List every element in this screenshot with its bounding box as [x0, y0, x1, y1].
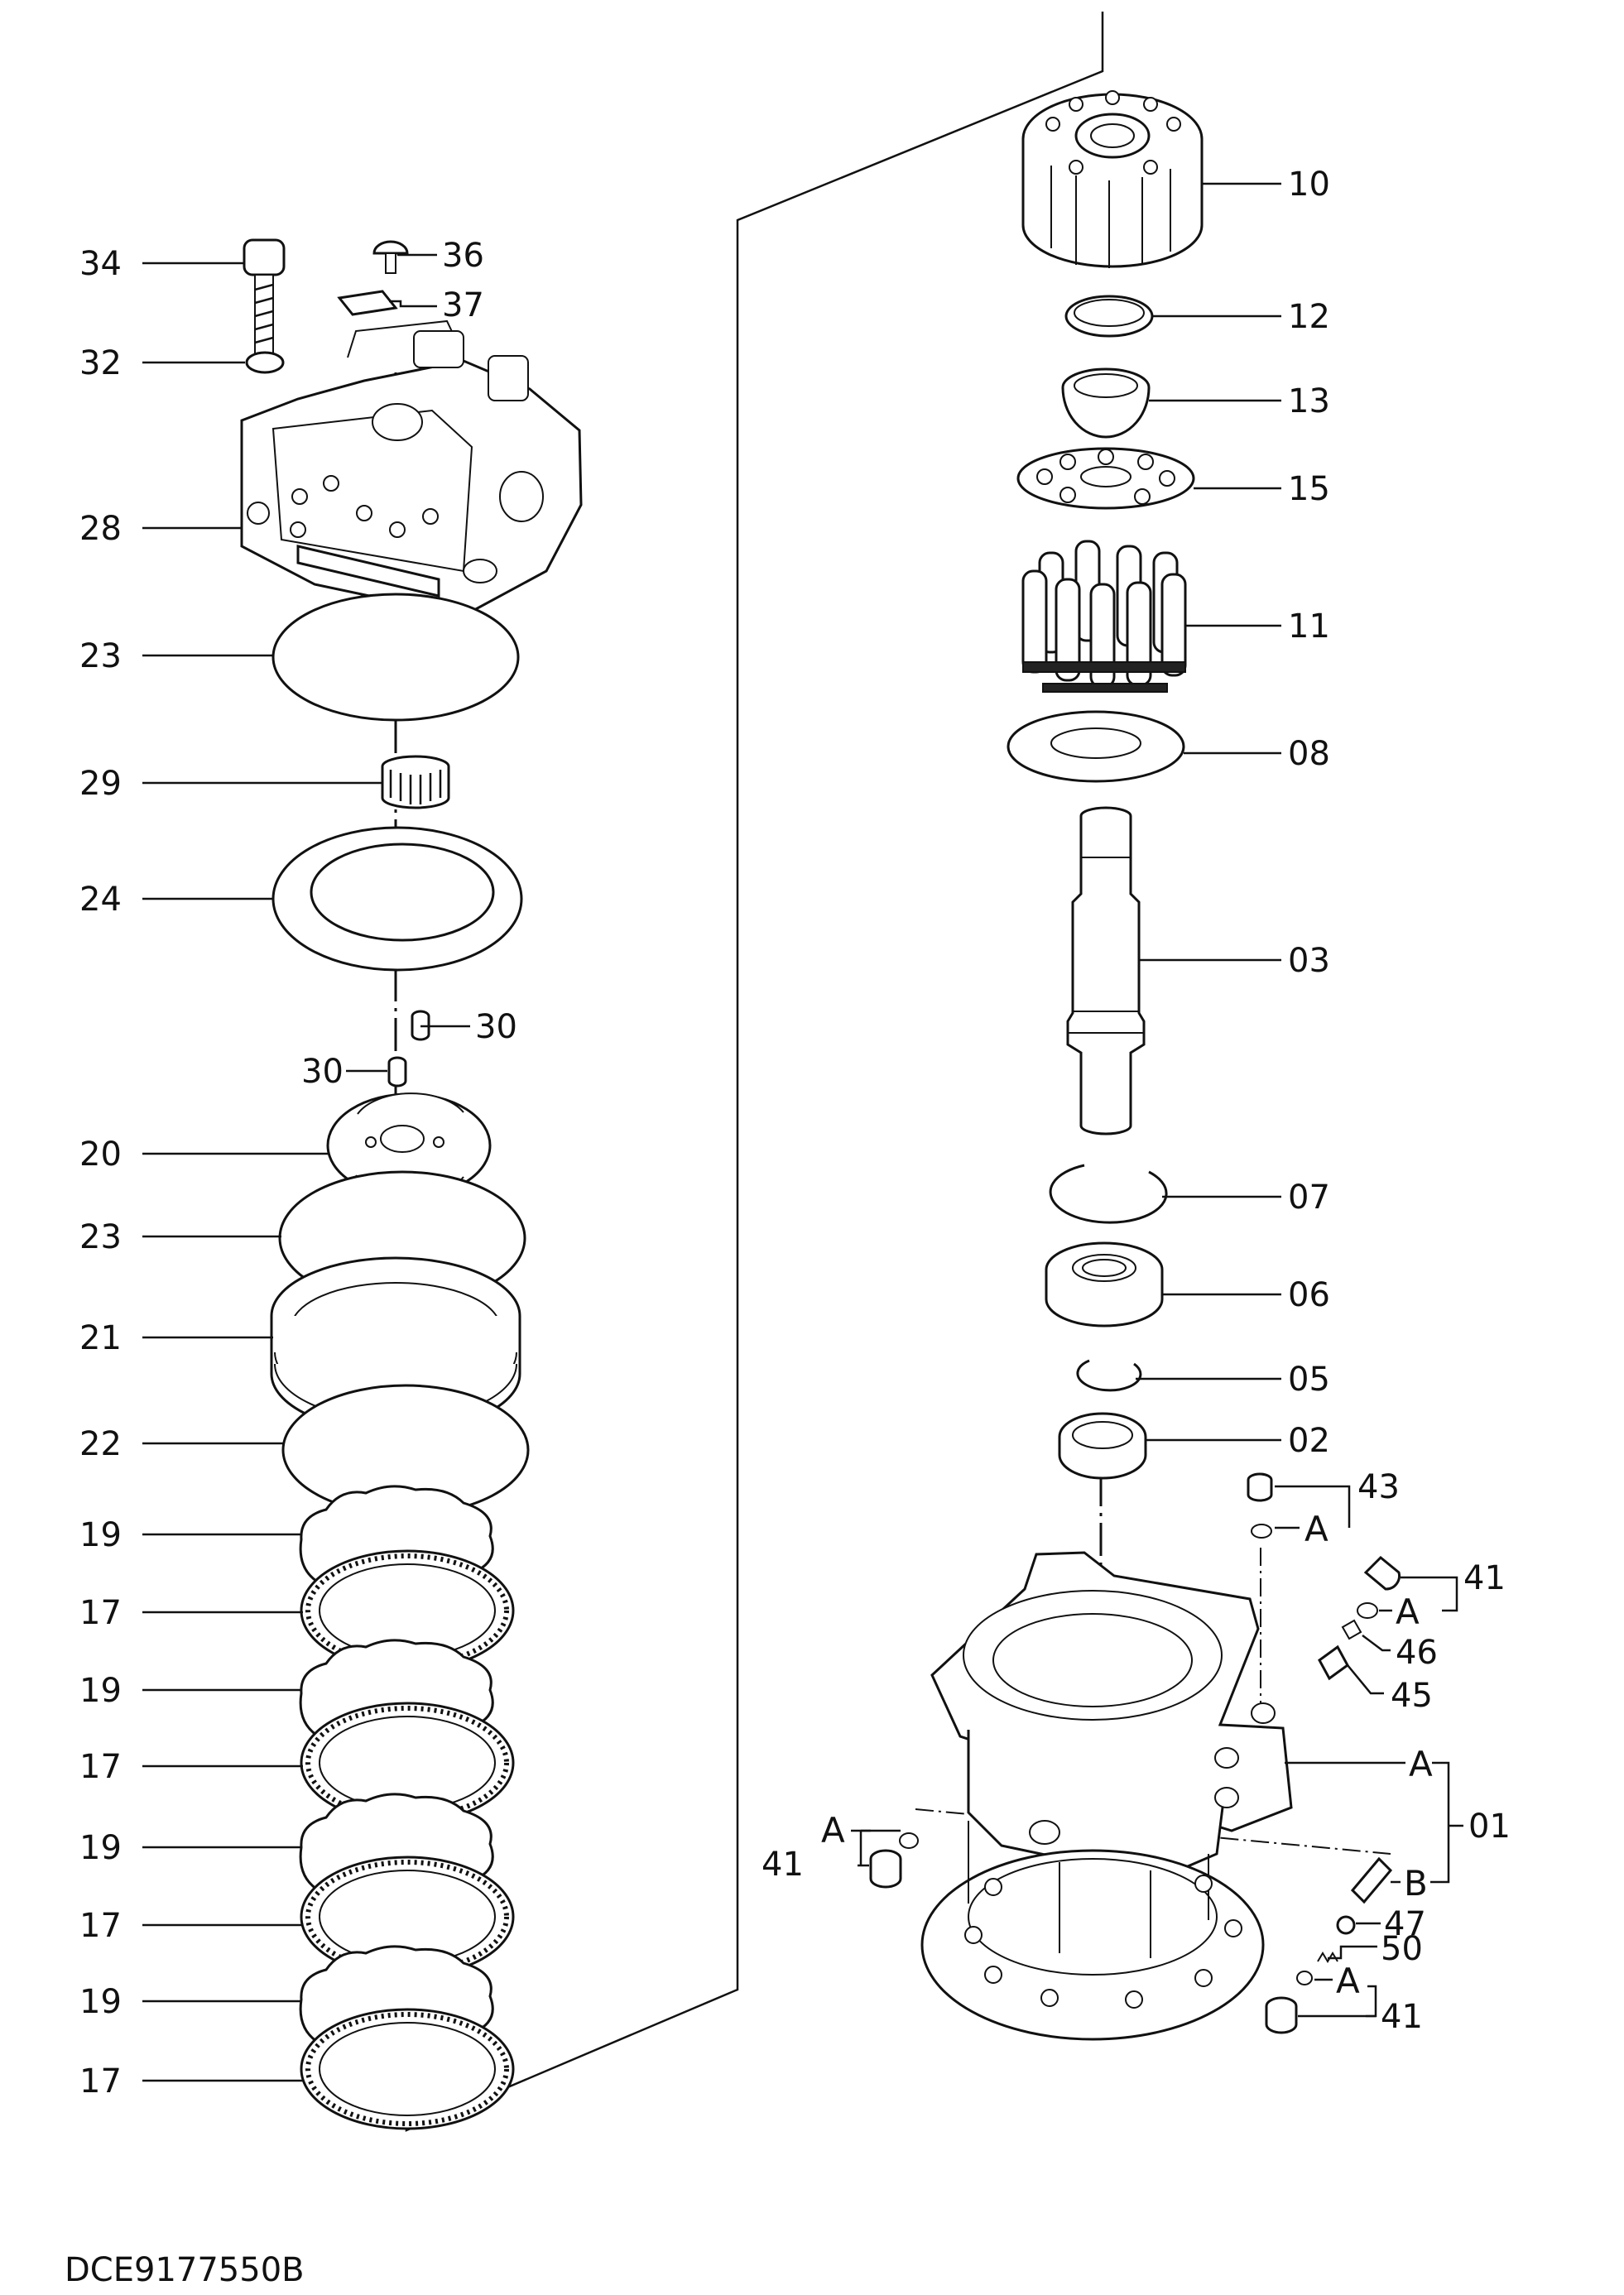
part-plug-43 [1247, 1472, 1273, 1502]
label-part-20: 20 [79, 1135, 122, 1174]
ref-b-casing: B [1404, 1863, 1428, 1904]
label-part-29: 29 [79, 765, 122, 803]
ref-a-casing: A [1409, 1744, 1433, 1784]
part-needle-bearing-29 [381, 755, 450, 809]
label-part-12: 12 [1288, 298, 1330, 336]
label-part-19-d: 19 [79, 1983, 122, 2021]
label-part-23-upper: 23 [79, 637, 122, 675]
label-part-05: 05 [1288, 1361, 1330, 1399]
label-part-11: 11 [1288, 607, 1330, 646]
label-part-17-d: 17 [79, 2062, 122, 2101]
label-part-06: 06 [1288, 1276, 1330, 1314]
part-pin-30-left [387, 1056, 407, 1087]
label-part-08: 08 [1288, 735, 1330, 773]
part-retainer-plate-15 [1016, 447, 1195, 510]
label-part-34: 34 [79, 245, 122, 283]
part-spring-50 [1317, 1952, 1338, 1963]
part-snap-ring-07 [1049, 1164, 1168, 1224]
part-oil-seal-02 [1058, 1412, 1147, 1480]
part-valve-b [1350, 1856, 1393, 1904]
part-bolt-34 [243, 238, 286, 357]
part-cylinder-block-10 [1021, 90, 1204, 268]
part-plug-41-upper [1363, 1555, 1401, 1591]
part-spherical-bushing-13 [1061, 367, 1151, 439]
part-plate-37 [337, 290, 398, 316]
label-part-01: 01 [1468, 1808, 1511, 1846]
label-part-23-lower: 23 [79, 1218, 122, 1256]
part-piston-assembly-11 [1021, 540, 1187, 693]
label-part-17-a: 17 [79, 1594, 122, 1632]
part-shaft-03 [1066, 806, 1146, 1135]
part-plug-47 [1336, 1915, 1356, 1935]
part-valve-45 [1318, 1644, 1349, 1681]
label-part-17-c: 17 [79, 1907, 122, 1945]
part-friction-plate-17-d [300, 2008, 515, 2130]
label-part-41-left: 41 [762, 1846, 804, 1884]
label-part-07: 07 [1288, 1179, 1330, 1217]
part-plug-41-left [869, 1849, 902, 1889]
ref-a-43: A [1304, 1509, 1329, 1549]
label-part-24: 24 [79, 881, 122, 919]
label-part-02: 02 [1288, 1422, 1330, 1460]
label-part-28: 28 [79, 510, 122, 548]
leader-lines [142, 182, 1463, 2082]
part-plug-41-lower [1265, 1996, 1298, 2034]
part-thrust-plate-24 [271, 826, 523, 972]
drawing-code: DCE9177550B [65, 2251, 305, 2289]
part-shoe-plate-08 [1007, 710, 1185, 783]
label-part-30-right: 30 [475, 1008, 517, 1046]
part-o-ring-a-43 [1251, 1524, 1272, 1539]
label-part-37: 37 [442, 286, 484, 324]
part-ball-50 [1296, 1971, 1313, 1985]
label-part-19-a: 19 [79, 1516, 122, 1554]
label-part-43: 43 [1357, 1468, 1400, 1506]
label-part-50: 50 [1381, 1930, 1423, 1968]
label-part-15: 15 [1288, 470, 1330, 508]
part-friction-plate-17-a [300, 1549, 515, 1672]
label-part-03: 03 [1288, 942, 1330, 980]
label-part-17-b: 17 [79, 1748, 122, 1786]
label-part-21: 21 [79, 1319, 122, 1357]
part-friction-plate-17-b [300, 1702, 515, 1824]
part-casing-01 [920, 1551, 1293, 2041]
part-ring-12 [1064, 295, 1154, 338]
label-part-22: 22 [79, 1425, 122, 1463]
label-part-36: 36 [442, 237, 484, 275]
part-plug-46 [1341, 1619, 1362, 1640]
label-part-41-lower: 41 [1381, 1998, 1423, 2036]
label-part-47: 47 [1384, 1905, 1426, 1943]
label-part-46: 46 [1396, 1634, 1438, 1672]
label-part-13: 13 [1288, 382, 1330, 420]
label-part-19-b: 19 [79, 1672, 122, 1710]
part-o-ring-a-41-upper [1357, 1602, 1378, 1619]
label-part-30-left: 30 [301, 1053, 344, 1091]
part-ball-bearing-06 [1045, 1241, 1164, 1328]
label-part-19-c: 19 [79, 1829, 122, 1867]
ref-a-41-upper: A [1396, 1592, 1420, 1632]
label-part-10: 10 [1288, 166, 1330, 204]
part-valve-casing-28 [240, 319, 583, 617]
ref-a-41-left: A [821, 1810, 845, 1851]
part-friction-plate-17-c [300, 1856, 515, 1978]
part-o-ring-23-upper [271, 593, 520, 722]
label-part-32: 32 [79, 344, 122, 382]
ref-a-41-lower: A [1336, 1961, 1360, 2001]
part-screw-36 [372, 240, 409, 274]
label-part-45: 45 [1391, 1677, 1433, 1715]
part-washer-32 [245, 351, 285, 374]
part-o-ring-a-41-left [899, 1832, 919, 1849]
part-snap-ring-05 [1076, 1359, 1142, 1392]
label-part-41-upper: 41 [1463, 1559, 1506, 1597]
